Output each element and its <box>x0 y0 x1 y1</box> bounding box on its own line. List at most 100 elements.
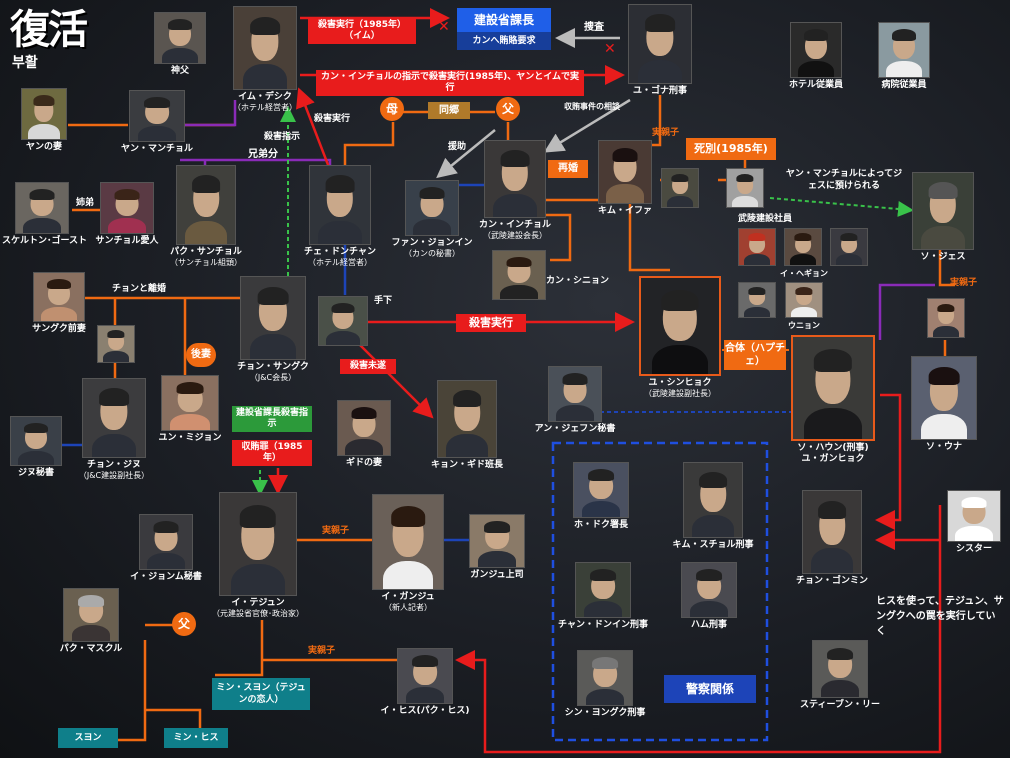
label-jitsuoyako-1: 実親子 <box>652 128 680 138</box>
person-lee-jomum: イ・ジョンム秘書 <box>130 514 202 583</box>
arrow-hawon-gonmin <box>875 393 902 530</box>
person-name: 神父 <box>170 66 189 76</box>
person-skeleton: スケルトン･ゴースト <box>2 182 88 247</box>
person-name: ヤン・マンチョル <box>120 144 193 154</box>
person-name: スケルトン･ゴースト <box>2 236 88 246</box>
line-masu <box>65 640 147 742</box>
person-sub: （ホテル経営者） <box>233 103 297 112</box>
person-name: カン・インチョル <box>478 220 551 230</box>
box-kill-exec: 殺害実行 <box>456 314 526 332</box>
person-name: イム・デシク <box>238 92 292 102</box>
box-order-kill: 建設省課長殺害指示 <box>232 406 312 432</box>
person-union: ウニョン <box>784 282 824 331</box>
person-shinpu: 神父 <box>150 12 210 77</box>
label-sousa: 捜査 <box>584 22 604 33</box>
label-kyodaibun: 兄弟分 <box>248 149 278 160</box>
person-name: イ・ヒス(パク・ヒス) <box>380 706 470 716</box>
person-name: カン・シニョン <box>546 276 610 286</box>
person-name: イ・ガンジュ <box>381 592 435 602</box>
circle-chichi-2: 父 <box>172 612 196 636</box>
person-young-una <box>926 298 966 338</box>
person-name: ウニョン <box>788 321 820 330</box>
person-name: ギドの妻 <box>345 458 382 468</box>
line-kang-shinon <box>545 213 572 262</box>
person-yang-wife: ヤンの妻 <box>14 88 74 153</box>
label-satsugai-jikko: 殺害実行 <box>314 114 351 124</box>
person-chon-gonmin: チョン・ゴンミン <box>784 490 880 587</box>
arrow-green-baby <box>769 197 914 217</box>
person-yun-mijon: ユン・ミジョン <box>152 375 228 444</box>
person-choi: チェ・ドンチャン （ホテル経営者） <box>298 165 382 268</box>
person-gido-wife: ギドの妻 <box>334 400 394 469</box>
person-name: チョン・ジヌ <box>86 460 141 470</box>
label-jitsuoyako-4: 実親子 <box>308 646 336 656</box>
box-bribery: 収賄罪（1985年） <box>232 440 312 466</box>
person-name: チャン・ドンイン刑事 <box>558 620 648 630</box>
person-name: イ・テジュン <box>231 598 285 608</box>
line-shinpu-im <box>185 100 237 127</box>
logo: 復活 부활 <box>10 8 106 74</box>
label-chon-rikon: チョンと離婚 <box>112 284 167 294</box>
person-name: チェ・ドンチャン <box>304 247 376 257</box>
person-name: パク・サンチョル <box>170 247 242 257</box>
police-group-frame <box>551 441 769 742</box>
person-sub: （サンチョル組頭） <box>170 258 242 267</box>
person-ho-doku: ホ・ドク署長 <box>566 462 636 531</box>
person-ganju-boss: ガンジュ上司 <box>466 514 528 581</box>
person-yu-shinhyok: ユ・シンヒョク （武陵建設副社長） <box>635 276 725 399</box>
logo-korean: 부활 <box>12 55 38 71</box>
person-yu-gona: ユ・ゴナ刑事 <box>622 4 698 97</box>
person-sub: ユ・ガンヒョク <box>801 454 865 464</box>
person-sister: シスター <box>944 490 1004 555</box>
person-sub: （J&C建設副社長） <box>78 471 150 480</box>
person-sub: （武陵建設副社長） <box>644 389 716 398</box>
person-park-sanchol: パク・サンチョル （サンチョル組頭） <box>166 165 246 268</box>
person-name: ユ・ゴナ刑事 <box>632 86 687 96</box>
person-lee-ganju: イ・ガンジュ （新人記者） <box>370 494 446 613</box>
person-name: イ・ヘギョン <box>780 269 828 278</box>
person-ham: ハム刑事 <box>674 562 744 631</box>
person-name: ソ・ウナ <box>925 442 962 452</box>
person-young-jinu <box>96 325 136 363</box>
line-tejun-min <box>215 620 264 677</box>
person-name: キム・スチョル刑事 <box>672 540 754 550</box>
box-saikon: 再婚 <box>548 160 588 178</box>
person-so-hawon: ソ・ハウン(刑事) ユ・ガンヒョク <box>790 335 876 465</box>
person-name: チョン・サングク <box>237 362 309 372</box>
circle-chichi: 父 <box>496 97 520 121</box>
person-sub: （J&C会長） <box>249 373 297 382</box>
line-kim-yu <box>628 182 670 272</box>
line-min-hisu <box>145 708 202 730</box>
person-steven: スティーブン・リー <box>790 640 890 711</box>
person-name: ホテル従業員 <box>788 80 843 90</box>
person-staff-d <box>738 282 776 318</box>
person-hotel-staff: ホテル従業員 <box>780 22 852 91</box>
label-satsugai-shiji: 殺害指示 <box>264 132 301 142</box>
person-sangu-ex: サングク前妻 <box>26 272 92 335</box>
box-suyon: スヨン <box>58 728 118 748</box>
person-an-jefun: アン・ジェフン秘書 <box>530 366 620 435</box>
box-min-suyon: ミン・スヨン（テジュンの恋人） <box>212 678 310 710</box>
logo-title: 復活 <box>10 6 88 53</box>
label-jitsuoyako-3: 実親子 <box>322 526 350 536</box>
box-kill-fail: 殺害未遂 <box>340 359 396 374</box>
person-so-una: ソ・ウナ <box>908 356 980 453</box>
person-staff-a <box>738 228 776 266</box>
label-shuwai: 収賄事件の相談 <box>564 102 620 111</box>
person-name: シスター <box>955 544 992 554</box>
person-name: イ・ジョンム秘書 <box>130 572 202 582</box>
arrow-jesu-gonmin <box>455 505 942 754</box>
person-sub: （カンの秘書） <box>404 249 460 258</box>
person-lee-tejun: イ・テジュン （元建設省官僚･政治家） <box>200 492 316 619</box>
person-sub: （新人記者） <box>384 603 432 612</box>
person-name: ソ・ハウン(刑事) <box>797 443 869 453</box>
person-kang-inchol: カン・インチョル （武陵建設会長） <box>474 140 556 241</box>
label-aneoto: 姉弟 <box>76 198 95 208</box>
arrow-choi-im <box>296 87 332 171</box>
person-name: スティーブン・リー <box>800 700 880 710</box>
box-gattai: 合体（ハプチェ） <box>724 340 786 370</box>
person-name: サンチョル愛人 <box>95 236 159 246</box>
label-enjo: 援助 <box>448 142 467 152</box>
label-teshita: 手下 <box>374 296 393 306</box>
person-lee-hisu: イ・ヒス(パク・ヒス) <box>370 648 480 717</box>
